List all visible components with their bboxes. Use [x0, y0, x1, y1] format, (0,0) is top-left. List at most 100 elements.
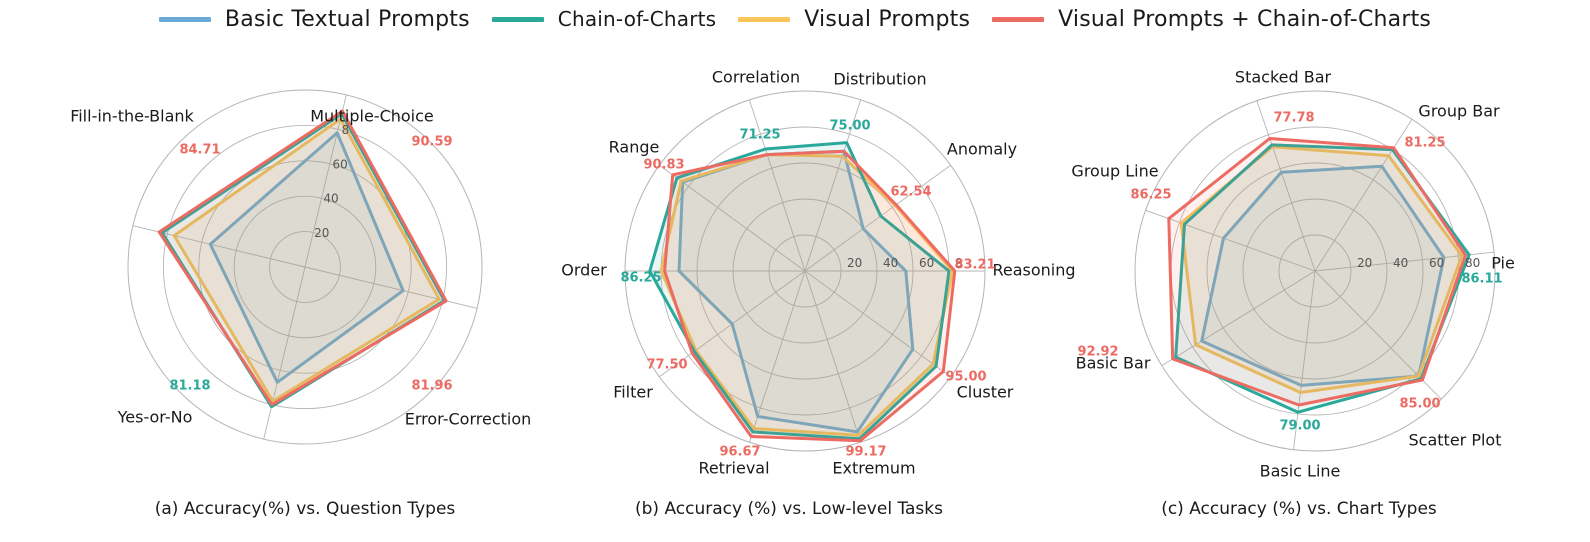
grid-spoke: [804, 270, 862, 443]
category-label: Group Line: [1071, 162, 1158, 181]
value-annotation: 86.25: [620, 271, 661, 286]
radial-tick-label: 40: [1393, 256, 1408, 270]
grid-circle: [269, 231, 341, 303]
grid-spoke: [748, 270, 806, 443]
category-label: Correlation: [712, 68, 800, 87]
series-line: [1167, 137, 1467, 407]
category-label: Basic Line: [1260, 462, 1341, 481]
category-label: Stacked Bar: [1235, 68, 1332, 87]
grid-spoke: [1256, 100, 1316, 272]
category-label: Distribution: [833, 70, 926, 89]
value-annotation: 86.25: [1130, 188, 1171, 203]
value-annotation: 84.71: [179, 143, 220, 158]
category-label: Range: [609, 138, 660, 157]
grid-spoke: [1293, 270, 1316, 450]
legend-item-basic-textual: Basic Textual Prompts: [158, 6, 470, 32]
value-annotation: 99.17: [845, 445, 886, 460]
category-label: Basic Bar: [1076, 354, 1151, 373]
value-annotation: 81.25: [1404, 136, 1445, 151]
value-annotation: 75.00: [829, 119, 870, 134]
legend-swatch: [738, 16, 791, 22]
legend-label: Chain-of-Charts: [557, 7, 717, 31]
legend-swatch: [992, 16, 1045, 22]
radial-tick-label: 20: [314, 226, 329, 240]
category-label: Scatter Plot: [1409, 431, 1502, 450]
legend: Basic Textual Prompts Chain-of-Charts Vi…: [0, 2, 1590, 36]
category-label: Filter: [613, 383, 653, 402]
category-label: Cluster: [957, 383, 1014, 402]
value-annotation: 81.18: [169, 379, 210, 394]
radial-tick-label: 8: [342, 123, 350, 137]
legend-item-visual-prompts: Visual Prompts: [738, 7, 970, 32]
category-label: Yes-or-No: [117, 408, 193, 427]
series-line: [677, 149, 915, 434]
value-annotation: 92.92: [1077, 345, 1118, 360]
grid-circle: [1134, 90, 1496, 452]
value-annotation: 77.78: [1273, 111, 1314, 126]
value-annotation: 86.11: [1461, 272, 1502, 287]
legend-item-chain-of-charts: Chain-of-Charts: [491, 7, 717, 31]
legend-swatch: [491, 16, 544, 22]
radial-tick-label: 20: [847, 256, 862, 270]
series-line: [208, 131, 405, 384]
radial-tick-label: 60: [919, 256, 934, 270]
category-label: Anomaly: [947, 140, 1017, 159]
legend-label: Basic Textual Prompts: [224, 6, 470, 32]
radial-tick-label: 60: [1429, 256, 1444, 270]
series-line: [1179, 145, 1464, 394]
grid-spoke: [804, 164, 951, 272]
legend-swatch: [158, 16, 211, 22]
series-line: [157, 109, 448, 407]
value-annotation: 77.50: [646, 358, 687, 373]
legend-label: Visual Prompts: [804, 6, 971, 32]
value-annotation: 81.96: [411, 379, 452, 394]
grid-spoke: [748, 99, 806, 272]
grid-spoke: [1161, 270, 1316, 367]
category-label: Fill-in-the-Blank: [70, 107, 194, 126]
grid-spoke: [804, 99, 862, 272]
grid-circle: [1278, 234, 1352, 308]
value-annotation: 90.83: [643, 158, 684, 173]
legend-item-visual-plus-chain: Visual Prompts + Chain-of-Charts: [992, 7, 1431, 32]
chart-caption: (b) Accuracy (%) vs. Low-level Tasks: [635, 499, 943, 519]
grid-circle: [162, 124, 448, 410]
legend-label: Visual Prompts + Chain-of-Charts: [1058, 6, 1432, 32]
category-label: Extremum: [832, 459, 915, 478]
radial-tick-label: 80: [1465, 256, 1480, 270]
radial-tick-label: 20: [1357, 256, 1372, 270]
grid-spoke: [1145, 209, 1316, 272]
category-label: Pie: [1491, 254, 1515, 273]
category-label: Retrieval: [698, 459, 769, 478]
radial-tick-label: 40: [883, 256, 898, 270]
value-annotation: 95.00: [945, 370, 986, 385]
grid-spoke: [263, 266, 306, 440]
value-annotation: 71.25: [739, 128, 780, 143]
value-annotation: 79.00: [1279, 419, 1320, 434]
category-label: Reasoning: [992, 261, 1075, 280]
series-line: [172, 117, 441, 403]
chart-caption: (a) Accuracy(%) vs. Question Types: [155, 499, 456, 519]
category-label: Order: [561, 261, 607, 280]
category-label: Multiple-Choice: [310, 107, 434, 126]
value-annotation: 96.67: [719, 445, 760, 460]
grid-circle: [127, 89, 483, 445]
chart-caption: (c) Accuracy (%) vs. Chart Types: [1161, 499, 1437, 519]
radial-tick-label: 40: [323, 192, 338, 206]
grid-spoke: [304, 94, 347, 268]
grid-circle: [1242, 198, 1388, 344]
grid-spoke: [804, 270, 951, 378]
category-label: Error-Correction: [405, 410, 532, 429]
series-line: [663, 149, 957, 443]
value-annotation: 62.54: [890, 185, 931, 200]
value-annotation: 90.59: [411, 135, 452, 150]
value-annotation: 85.00: [1399, 397, 1440, 412]
grid-spoke: [1314, 119, 1413, 272]
radial-tick-label: 60: [332, 157, 347, 171]
category-label: Group Bar: [1418, 102, 1500, 121]
grid-circle: [233, 195, 377, 339]
grid-spoke: [304, 266, 478, 309]
radial-tick-label: 8: [955, 256, 963, 270]
